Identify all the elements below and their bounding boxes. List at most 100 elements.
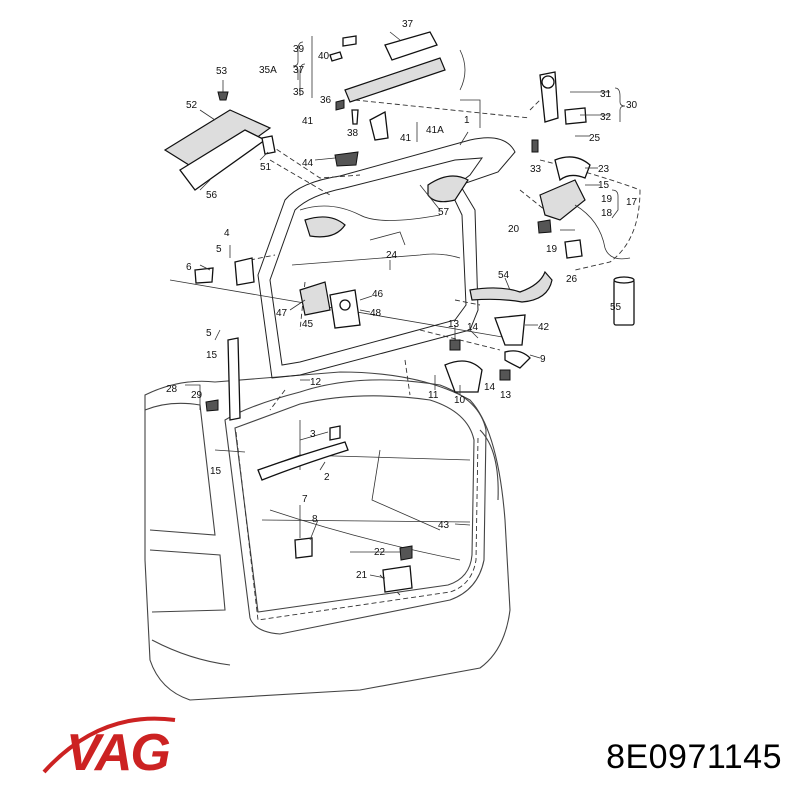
callout-30: 30	[626, 100, 638, 111]
screw-38	[351, 109, 359, 125]
callout-22: 22	[374, 547, 386, 558]
parts	[163, 31, 635, 621]
bracket-7	[294, 537, 313, 559]
callout-leaders	[185, 31, 610, 579]
gas-strut-28	[227, 337, 241, 421]
callout-39: 39	[293, 44, 305, 55]
handle-assy-35	[344, 57, 446, 103]
callout-21: 21	[356, 570, 368, 581]
switch-26	[564, 239, 583, 259]
vag-logo: VAG	[42, 716, 176, 782]
callout-35A: 35A	[259, 65, 277, 76]
nut-36	[335, 99, 345, 111]
callout-2: 2	[324, 472, 330, 483]
callout-32: 32	[600, 112, 612, 123]
striker-21	[382, 565, 413, 593]
grommet-44	[334, 151, 359, 167]
callout-35: 35	[293, 87, 305, 98]
ball-29	[205, 399, 219, 412]
callout-55: 55	[610, 302, 622, 313]
nut-22	[399, 545, 413, 561]
callout-37a: 37	[402, 19, 414, 30]
callout-5: 5	[216, 244, 222, 255]
lamp-39	[342, 35, 357, 47]
clip-53	[217, 91, 229, 101]
callout-44: 44	[302, 158, 314, 169]
callout-19b: 19	[546, 244, 558, 255]
callout-10: 10	[454, 395, 466, 406]
hinge-10	[444, 360, 483, 393]
car-body-outline	[144, 279, 521, 701]
callout-57: 57	[438, 207, 450, 218]
callout-41b: 41	[400, 133, 412, 144]
callout-17: 17	[626, 197, 638, 208]
callout-26: 26	[566, 274, 578, 285]
callout-56: 56	[206, 190, 218, 201]
callout-13a: 13	[448, 319, 460, 330]
seal-43	[235, 431, 479, 621]
callout-24: 24	[386, 250, 398, 261]
svg-text:VAG: VAG	[66, 724, 169, 782]
bracket-47	[299, 281, 331, 316]
callout-36: 36	[320, 95, 332, 106]
cover-9	[504, 350, 531, 369]
callout-41a: 41	[302, 116, 314, 127]
callout-1: 1	[464, 115, 470, 126]
callout-38: 38	[347, 128, 359, 139]
callout-6: 6	[186, 262, 192, 273]
callout-48: 48	[370, 308, 382, 319]
callout-40: 40	[318, 51, 330, 62]
tailgate	[257, 137, 516, 379]
callout-53: 53	[216, 66, 228, 77]
clip-20	[537, 219, 552, 234]
callout-15b: 15	[598, 180, 610, 191]
callout-31: 31	[600, 89, 612, 100]
leader-lines	[249, 99, 641, 596]
callout-15a: 15	[206, 350, 218, 361]
callout-12: 12	[310, 377, 322, 388]
callout-20: 20	[508, 224, 520, 235]
callout-5b: 5	[206, 328, 212, 339]
callout-14a: 14	[467, 322, 479, 333]
callout-25: 25	[589, 133, 601, 144]
screw-33	[531, 139, 539, 153]
bulb-40	[329, 51, 343, 62]
callout-8: 8	[312, 514, 318, 525]
group-braces	[292, 36, 626, 219]
callout-28: 28	[166, 384, 178, 395]
clip-3	[329, 425, 341, 441]
lock-19	[539, 179, 586, 221]
bump-6	[194, 267, 214, 284]
bolt-13	[449, 339, 461, 351]
part-number: 8E0971145	[606, 738, 782, 776]
callout-37b: 37	[293, 65, 305, 76]
latch-23	[554, 156, 591, 182]
callout-11: 11	[428, 390, 439, 401]
callout-23: 23	[598, 164, 610, 175]
callout-3: 3	[310, 429, 316, 440]
strap-2	[257, 441, 349, 481]
callout-29: 29	[191, 390, 203, 401]
switch-32	[564, 107, 587, 125]
callout-46: 46	[372, 289, 384, 300]
callout-54: 54	[498, 270, 510, 281]
callout-labels: 37 39 40 35A 37 35 36 53 52 41 38 41 41A…	[166, 19, 638, 581]
callout-41A: 41A	[426, 125, 444, 136]
callout-13b: 13	[500, 390, 512, 401]
callout-18: 18	[601, 208, 613, 219]
callout-7: 7	[302, 494, 308, 505]
bracket-41	[369, 110, 389, 141]
callout-45: 45	[302, 319, 314, 330]
bracket-51	[261, 135, 276, 155]
callout-9: 9	[540, 354, 546, 365]
handle-37	[384, 31, 438, 61]
callout-47: 47	[276, 308, 288, 319]
callout-33: 33	[530, 164, 542, 175]
callout-42: 42	[538, 322, 550, 333]
cable-54	[469, 270, 553, 303]
callout-43: 43	[438, 520, 450, 531]
callout-14b: 14	[484, 382, 496, 393]
callout-4: 4	[224, 228, 230, 239]
bolt-13b	[499, 369, 511, 381]
